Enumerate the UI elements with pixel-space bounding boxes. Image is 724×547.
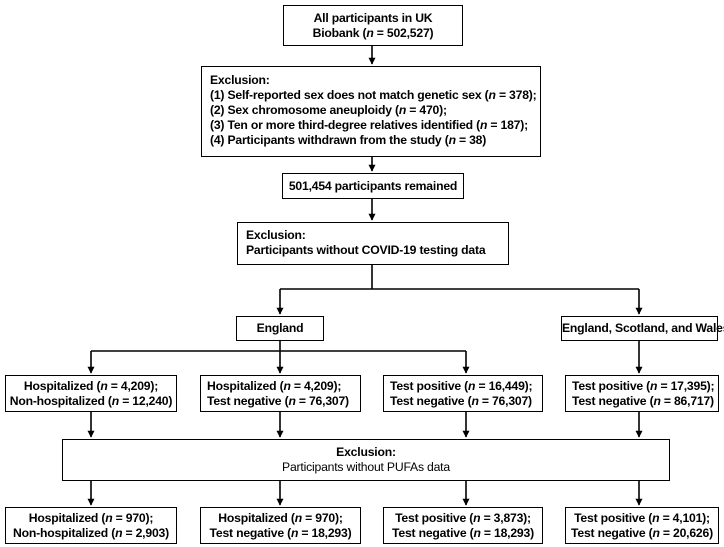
middle-box-positive-vs-negative-england: Test positive (n = 16,449); Test negativ… — [383, 375, 543, 412]
exclusion-item-sex-mismatch: (1) Self-reported sex does not match gen… — [210, 88, 537, 102]
remained-text: 501,454 participants remained — [288, 179, 458, 193]
middle-box-hosp-vs-negative: Hospitalized (n = 4,209); Test negative … — [200, 375, 361, 412]
exclusion-box-genetic-qc: Exclusion: (1) Self-reported sex does no… — [201, 66, 541, 157]
exclusion-heading: Exclusion: — [246, 228, 306, 242]
all-participants-line2: Biobank (n = 502,527) — [312, 26, 434, 40]
bottom-box-hosp-vs-negative: Hospitalized (n = 970); Test negative (n… — [200, 507, 361, 544]
middle-2-line-b: Test negative (n = 76,307) — [207, 394, 349, 408]
bottom-2-line-a: Hospitalized (n = 970); — [218, 511, 343, 525]
exclusion-box-pufas: Exclusion: Participants without PUFAs da… — [62, 439, 670, 481]
all-participants-line1: All participants in UK — [313, 11, 433, 25]
middle-1-line-a: Hospitalized (n = 4,209); — [23, 379, 159, 393]
bottom-3-line-a: Test positive (n = 3,873); — [395, 511, 531, 525]
exclusion-heading: Exclusion: — [210, 73, 270, 87]
exclusion-item-aneuploidy: (2) Sex chromosome aneuploidy (n = 470); — [210, 103, 447, 117]
middle-1-line-b: Non-hospitalized (n = 12,240) — [9, 394, 173, 408]
middle-3-line-a: Test positive (n = 16,449); — [390, 379, 533, 393]
exclusion-item-withdrawn: (4) Participants withdrawn from the stud… — [210, 133, 487, 147]
exclusion-item-relatives: (3) Ten or more third-degree relatives i… — [210, 118, 528, 132]
bottom-1-line-b: Non-hospitalized (n = 2,903) — [13, 526, 169, 540]
remained-box: 501,454 participants remained — [282, 173, 464, 199]
england-scotland-wales-box: England, Scotland, and Wales — [561, 316, 724, 341]
exclusion-box-covid-testing: Exclusion: Participants without COVID-19… — [237, 222, 509, 265]
bottom-box-positive-vs-negative-uk: Test positive (n = 4,101); Test negative… — [565, 507, 719, 544]
middle-box-positive-vs-negative-uk: Test positive (n = 17,395); Test negativ… — [565, 375, 719, 412]
england-label: England — [256, 321, 304, 335]
middle-2-line-a: Hospitalized (n = 4,209); — [207, 379, 342, 393]
england-scotland-wales-label: England, Scotland, and Wales — [562, 321, 724, 335]
middle-4-line-b: Test negative (n = 86,717) — [572, 394, 714, 408]
middle-3-line-b: Test negative (n = 76,307) — [390, 394, 532, 408]
england-box: England — [236, 316, 324, 341]
exclusion-pufas-text: Participants without PUFAs data — [282, 460, 450, 474]
bottom-box-positive-vs-negative-england: Test positive (n = 3,873); Test negative… — [383, 507, 543, 544]
all-participants-box: All participants in UK Biobank (n = 502,… — [283, 5, 463, 46]
middle-box-hosp-vs-nonhosp: Hospitalized (n = 4,209); Non-hospitaliz… — [5, 375, 177, 412]
bottom-3-line-b: Test negative (n = 18,293) — [392, 526, 534, 540]
bottom-4-line-b: Test negative (n = 20,626) — [571, 526, 713, 540]
bottom-4-line-a: Test positive (n = 4,101); — [574, 511, 710, 525]
bottom-2-line-b: Test negative (n = 18,293) — [209, 526, 352, 540]
exclusion-heading: Exclusion: — [336, 445, 396, 459]
bottom-box-hosp-vs-nonhosp: Hospitalized (n = 970); Non-hospitalized… — [5, 507, 177, 544]
middle-4-line-a: Test positive (n = 17,395); — [572, 379, 715, 393]
exclusion-covid-text: Participants without COVID-19 testing da… — [246, 243, 486, 257]
bottom-1-line-a: Hospitalized (n = 970); — [28, 511, 154, 525]
